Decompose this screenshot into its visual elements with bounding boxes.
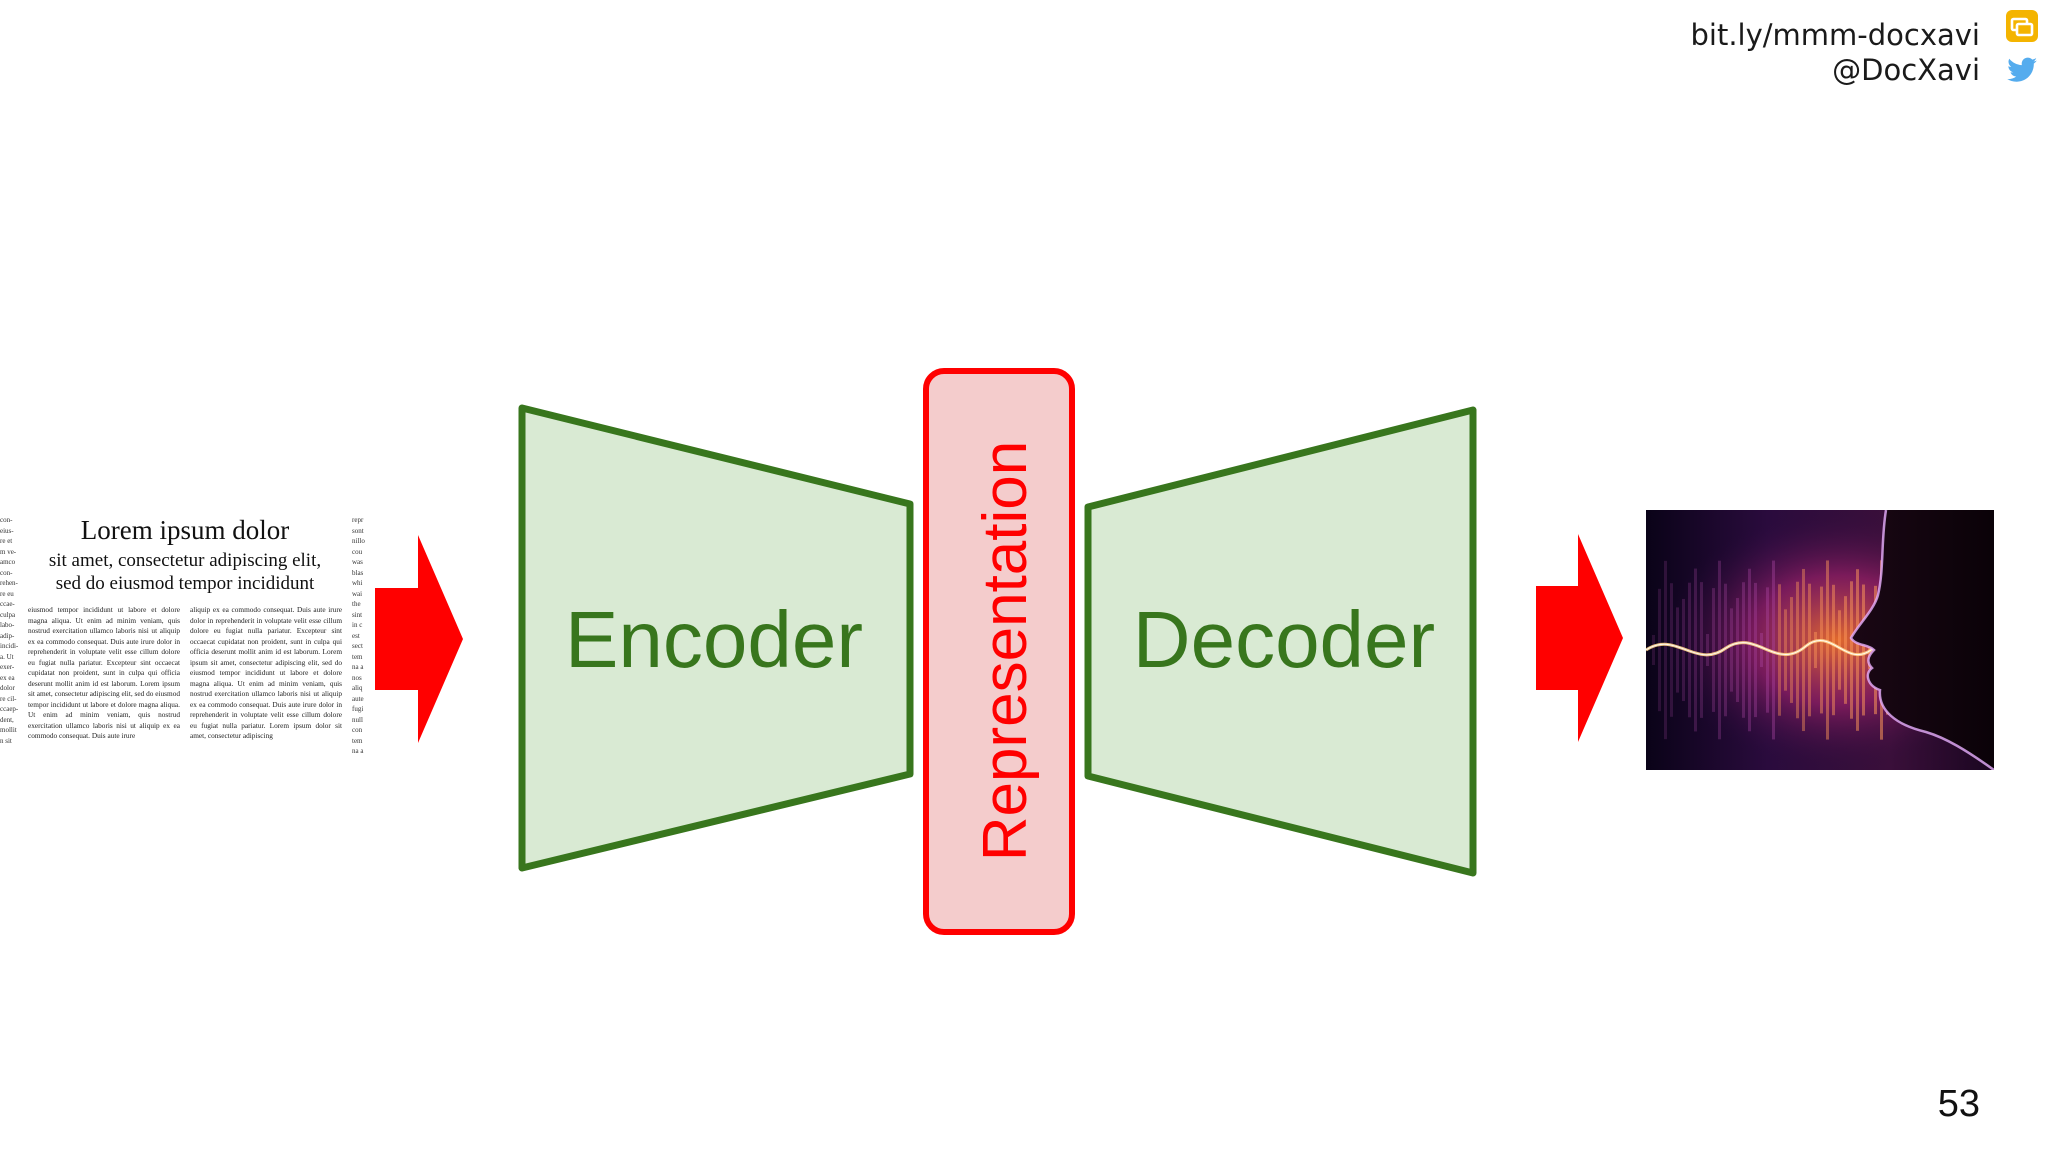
- document-column: aliquip ex ea commodo consequat. Duis au…: [190, 605, 342, 740]
- slides-url[interactable]: bit.ly/mmm-docxavi: [1690, 18, 1980, 52]
- representation-block: [923, 368, 1075, 935]
- document-column: eiusmod tempor incididunt ut labore et d…: [28, 605, 180, 740]
- twitter-handle[interactable]: @DocXavi: [1832, 53, 1980, 87]
- voice-spectrum-bar: [1832, 584, 1835, 716]
- voice-spectrum-bar: [1652, 635, 1655, 665]
- voice-spectrum-bar: [1772, 560, 1775, 740]
- voice-spectrum-bar: [1718, 560, 1721, 740]
- voice-spectrum-bar: [1862, 584, 1865, 716]
- voice-spectrum-bar: [1730, 608, 1733, 692]
- voice-spectrum-bar: [1694, 568, 1697, 732]
- document-subline: sit amet, consectetur adipiscing elit,: [48, 550, 322, 571]
- voice-spectrum-bar: [1808, 583, 1811, 717]
- representation-label: Representation: [971, 441, 1040, 862]
- encoder-label: Encoder: [565, 595, 863, 684]
- voice-spectrum-bar: [1670, 583, 1673, 717]
- voice-spectrum-bar: [1850, 581, 1853, 719]
- voice-spectrum-bar: [1790, 597, 1793, 703]
- voice-spectrum-bar: [1748, 568, 1751, 732]
- document-subline: sed do eiusmod tempor incididunt: [55, 573, 315, 594]
- input-arrow: [375, 535, 463, 743]
- voice-spectrum-bar: [1856, 569, 1859, 731]
- voice-spectrum-bar: [1826, 560, 1829, 740]
- voice-spectrum-bar: [1796, 581, 1799, 719]
- twitter-icon[interactable]: [2004, 52, 2040, 88]
- voice-spectrum-bar: [1754, 582, 1757, 718]
- voice-spectrum-bar: [1802, 568, 1805, 732]
- voice-spectrum-bar: [1676, 607, 1679, 693]
- voice-spectrum-bar: [1820, 586, 1823, 714]
- voice-spectrum-bar: [1760, 632, 1763, 668]
- voice-spectrum-bar: [1778, 584, 1781, 716]
- voice-spectrum-bar: [1700, 582, 1703, 718]
- voice-spectrum-bar: [1814, 631, 1817, 669]
- output-voice-image: [1646, 510, 1994, 770]
- voice-spectrum-bar: [1664, 560, 1667, 740]
- voice-spectrum-bar: [1784, 609, 1787, 691]
- decoder-label: Decoder: [1133, 595, 1435, 684]
- voice-spectrum-bar: [1742, 582, 1745, 718]
- voice-spectrum-bar: [1706, 633, 1709, 667]
- document-left-edge-text: con- eius- re et m ve- amco con- rehen- …: [0, 516, 18, 745]
- slides-icon[interactable]: [2004, 8, 2040, 44]
- document-headline: Lorem ipsum dolor: [80, 515, 290, 545]
- voice-spectrum-bar: [1712, 588, 1715, 712]
- voice-spectrum-bar: [1658, 588, 1661, 712]
- input-text-document: con- eius- re et m ve- amco con- rehen- …: [0, 515, 368, 765]
- decoder-block: [1084, 406, 1477, 877]
- voice-spectrum-bar: [1838, 610, 1841, 690]
- document-right-edge-text: repr sont nillo cou was blas whi wai the…: [352, 516, 365, 755]
- voice-spectrum-bar: [1736, 598, 1739, 702]
- encoder-block: [518, 404, 914, 872]
- output-arrow: [1536, 534, 1623, 742]
- page-number: 53: [1937, 1083, 1980, 1125]
